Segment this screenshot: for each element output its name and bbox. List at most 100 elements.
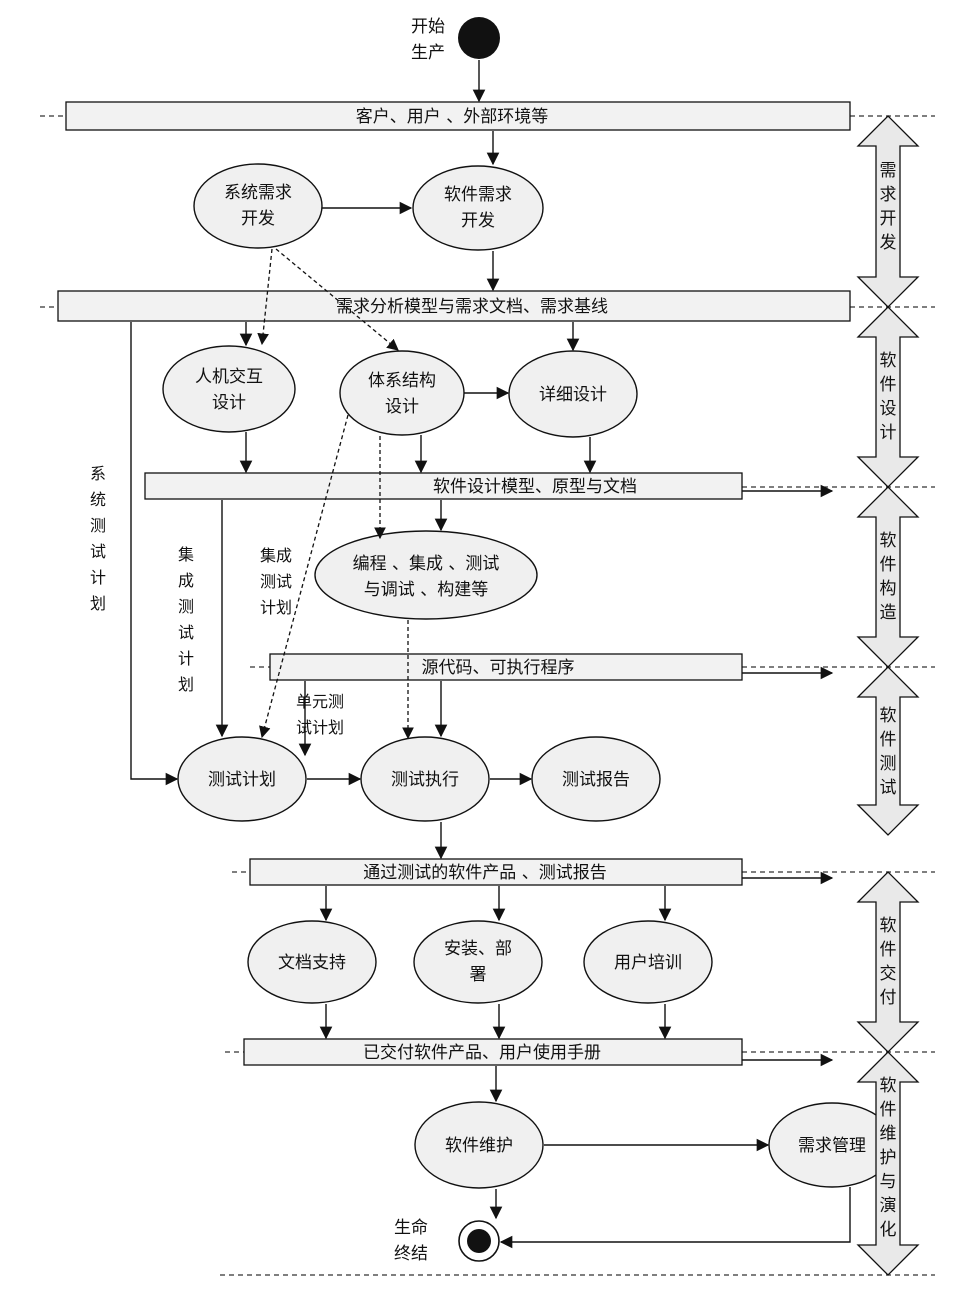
note-integration-2-l1: 集成 bbox=[260, 546, 292, 565]
phase-maint-c7: 化 bbox=[880, 1220, 897, 1240]
bar-design-models: 软件设计模型、原型与文档 bbox=[144, 472, 743, 500]
phase-construction-c1: 软 bbox=[880, 531, 897, 551]
node-hci-design-line2: 设计 bbox=[212, 393, 246, 413]
bar-requirements-baseline-label: 需求分析模型与需求文档、需求基线 bbox=[336, 297, 608, 317]
arrow-req-mgmt-to-end bbox=[499, 1187, 851, 1249]
node-coding-line1: 编程 、集成 、测试 bbox=[353, 554, 500, 574]
end-node: 生命 终结 bbox=[394, 1218, 500, 1264]
note-integration-1-c5: 计 bbox=[178, 649, 194, 668]
end-label-2: 终结 bbox=[394, 1244, 428, 1264]
phase-construction-c2: 件 bbox=[880, 555, 897, 575]
node-hci-design-line1: 人机交互 bbox=[195, 367, 263, 387]
artifact-bars: 客户、用户 、外部环境等 需求分析模型与需求文档、需求基线 软件设计模型、原型与… bbox=[57, 101, 851, 1066]
note-integration-1-c2: 成 bbox=[178, 571, 194, 590]
note-system-test-plan-c6: 划 bbox=[90, 594, 106, 613]
phase-testing-c2: 件 bbox=[880, 730, 897, 750]
note-unit-l2: 试计划 bbox=[296, 718, 344, 737]
node-system-requirements: 系统需求 开发 bbox=[193, 163, 323, 249]
node-hci-design: 人机交互 设计 bbox=[162, 345, 296, 433]
note-system-test-plan-c2: 统 bbox=[90, 490, 106, 509]
note-unit-test-plan: 单元测 试计划 bbox=[296, 692, 344, 737]
node-test-report-label: 测试报告 bbox=[562, 770, 630, 790]
phase-design-c4: 计 bbox=[880, 423, 897, 443]
start-label-1: 开始 bbox=[411, 17, 445, 37]
bar-customers: 客户、用户 、外部环境等 bbox=[65, 101, 851, 131]
phase-req-c4: 发 bbox=[880, 233, 897, 253]
phase-testing-c4: 试 bbox=[880, 778, 897, 798]
node-installation-line2: 署 bbox=[470, 965, 487, 985]
phase-design bbox=[856, 306, 920, 488]
phase-req-c3: 开 bbox=[880, 209, 897, 229]
phase-maint-c5: 与 bbox=[880, 1172, 897, 1192]
note-integration-1-c4: 试 bbox=[178, 623, 194, 642]
node-coding-line2: 与调试 、构建等 bbox=[364, 580, 488, 600]
note-system-test-plan: 系 统 测 试 计 划 bbox=[90, 464, 106, 613]
note-unit-l1: 单元测 bbox=[296, 692, 344, 711]
phase-design-label: 软 件 设 计 bbox=[880, 351, 897, 443]
node-software-requirements-line2: 开发 bbox=[461, 211, 495, 231]
bar-source-code: 源代码、可执行程序 bbox=[269, 653, 743, 681]
node-user-training: 用户培训 bbox=[583, 920, 713, 1004]
dashed-arrows bbox=[257, 248, 414, 740]
bar-delivered-product: 已交付软件产品、用户使用手册 bbox=[243, 1038, 743, 1066]
node-software-requirements: 软件需求 开发 bbox=[412, 165, 544, 251]
note-integration-1-c3: 测 bbox=[178, 597, 194, 616]
end-label-1: 生命 bbox=[394, 1218, 428, 1238]
phase-construction-c3: 构 bbox=[880, 579, 897, 599]
node-requirements-management-label: 需求管理 bbox=[798, 1136, 866, 1156]
phase-maintenance bbox=[856, 1051, 920, 1276]
bar-delivered-product-label: 已交付软件产品、用户使用手册 bbox=[363, 1042, 601, 1063]
bar-design-models-label: 软件设计模型、原型与文档 bbox=[433, 477, 637, 497]
node-detailed-design: 详细设计 bbox=[508, 350, 638, 438]
phase-maintenance-label: 软 件 维 护 与 演 化 bbox=[880, 1076, 897, 1240]
phase-delivery-c2: 件 bbox=[880, 940, 897, 960]
node-system-requirements-line2: 开发 bbox=[241, 209, 275, 229]
node-documentation-label: 文档支持 bbox=[278, 953, 346, 973]
phase-maint-c3: 维 bbox=[880, 1124, 897, 1144]
phase-delivery bbox=[856, 871, 920, 1053]
node-architecture-design-line1: 体系结构 bbox=[368, 371, 436, 391]
node-test-plan: 测试计划 bbox=[177, 736, 307, 822]
node-architecture-design-line2: 设计 bbox=[385, 397, 419, 417]
note-integration-1-c6: 划 bbox=[178, 675, 194, 694]
bar-requirements-baseline: 需求分析模型与需求文档、需求基线 bbox=[57, 290, 851, 322]
phase-design-c1: 软 bbox=[880, 351, 897, 371]
node-installation: 安装、部 署 bbox=[413, 920, 543, 1004]
node-software-requirements-line1: 软件需求 bbox=[444, 185, 512, 205]
node-documentation: 文档支持 bbox=[247, 920, 377, 1004]
note-integration-2-l3: 计划 bbox=[260, 598, 292, 617]
node-maintenance-label: 软件维护 bbox=[445, 1136, 513, 1156]
phase-maint-c2: 件 bbox=[880, 1100, 897, 1120]
phase-delivery-label: 软 件 交 付 bbox=[880, 916, 897, 1008]
phase-construction-c4: 造 bbox=[880, 603, 897, 623]
phase-maint-c4: 护 bbox=[880, 1148, 897, 1168]
node-detailed-design-line1: 详细设计 bbox=[539, 385, 607, 405]
phase-testing-c3: 测 bbox=[880, 754, 897, 774]
node-architecture-design: 体系结构 设计 bbox=[339, 350, 465, 436]
start-node: 开始 生产 bbox=[411, 17, 500, 63]
bar-source-code-label: 源代码、可执行程序 bbox=[422, 658, 575, 678]
note-integration-test-plan-1: 集 成 测 试 计 划 bbox=[178, 545, 194, 694]
note-system-test-plan-c3: 测 bbox=[90, 516, 106, 535]
note-system-test-plan-c1: 系 bbox=[90, 464, 106, 483]
phase-design-c2: 件 bbox=[880, 375, 897, 395]
flow-arrows bbox=[130, 60, 851, 1249]
note-integration-1-c1: 集 bbox=[178, 545, 194, 564]
test-plan-notes: 系 统 测 试 计 划 集 成 测 试 计 划 集成 测试 计划 单元测 试计划 bbox=[90, 464, 344, 737]
activity-nodes: 系统需求 开发 软件需求 开发 人机交互 设计 体系结构 设计 详细设计 编程 … bbox=[162, 163, 896, 1189]
end-dot bbox=[467, 1229, 491, 1253]
node-installation-line1: 安装、部 bbox=[444, 939, 512, 959]
phase-testing-c1: 软 bbox=[880, 706, 897, 726]
note-integration-2-l2: 测试 bbox=[260, 572, 292, 591]
phase-testing-label: 软 件 测 试 bbox=[880, 706, 897, 798]
arrow-system-test-plan bbox=[130, 322, 179, 786]
phase-design-c3: 设 bbox=[880, 399, 897, 419]
node-test-execution-label: 测试执行 bbox=[391, 770, 459, 790]
node-test-execution: 测试执行 bbox=[360, 736, 490, 822]
start-label-2: 生产 bbox=[411, 43, 445, 63]
phase-requirements-label: 需 求 开 发 bbox=[880, 161, 897, 253]
phase-delivery-c4: 付 bbox=[880, 988, 897, 1008]
phase-delivery-c1: 软 bbox=[880, 916, 897, 936]
node-user-training-label: 用户培训 bbox=[614, 953, 682, 973]
